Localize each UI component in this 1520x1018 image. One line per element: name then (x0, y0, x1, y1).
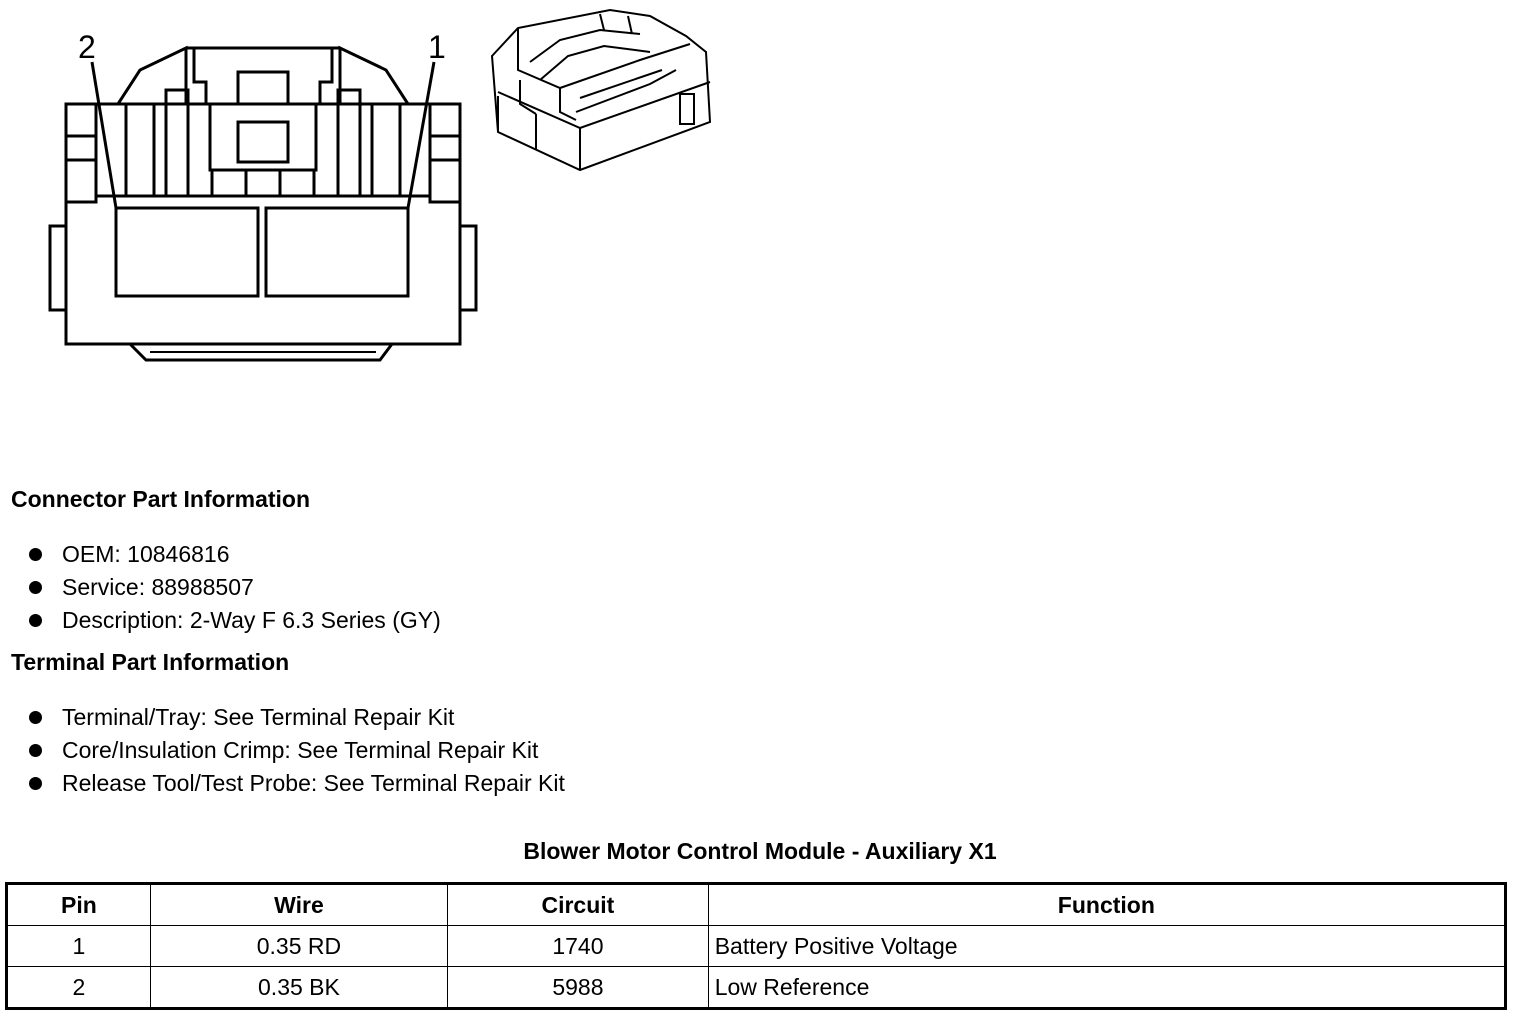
function-cell: Battery Positive Voltage (707, 925, 1507, 967)
item-text: Core/Insulation Crimp: See Terminal Repa… (62, 737, 539, 763)
list-item: Release Tool/Test Probe: See Terminal Re… (28, 767, 565, 800)
bullet-icon (29, 777, 42, 790)
terminal-part-info-heading: Terminal Part Information (11, 649, 290, 675)
table-header-row: Pin Wire Circuit Function (6, 883, 1507, 926)
bullet-icon (29, 614, 42, 627)
pin-cell: 2 (6, 966, 151, 1009)
table-row: 2 0.35 BK 5988 Low Reference (6, 966, 1507, 1009)
list-item: OEM: 10846816 (28, 538, 441, 571)
connector-isometric-view (490, 8, 712, 172)
terminal-part-info-list: Terminal/Tray: See Terminal Repair Kit C… (28, 701, 565, 800)
table-title: Blower Motor Control Module - Auxiliary … (523, 838, 997, 864)
pin-cell: 1 (6, 925, 151, 967)
item-text: OEM: 10846816 (62, 541, 230, 567)
list-item: Service: 88988507 (28, 571, 441, 604)
connector-diagram: 2 1 (48, 8, 712, 362)
bullet-icon (29, 548, 42, 561)
column-header-function: Function (707, 883, 1507, 926)
item-text: Release Tool/Test Probe: See Terminal Re… (62, 770, 565, 796)
connector-part-info-list: OEM: 10846816 Service: 88988507 Descript… (28, 538, 441, 637)
list-item: Terminal/Tray: See Terminal Repair Kit (28, 701, 565, 734)
list-item: Description: 2-Way F 6.3 Series (GY) (28, 604, 441, 637)
wire-cell: 0.35 RD (149, 925, 449, 967)
column-header-pin: Pin (6, 883, 151, 926)
circuit-cell: 1740 (447, 925, 709, 967)
function-cell: Low Reference (707, 966, 1507, 1009)
column-header-circuit: Circuit (447, 883, 709, 926)
wire-cell: 0.35 BK (149, 966, 449, 1009)
item-text: Description: 2-Way F 6.3 Series (GY) (62, 607, 441, 633)
bullet-icon (29, 711, 42, 724)
pin-label-1: 1 (428, 29, 446, 65)
column-header-wire: Wire (149, 883, 449, 926)
connector-front-view (48, 45, 478, 362)
list-item: Core/Insulation Crimp: See Terminal Repa… (28, 734, 565, 767)
circuit-cell: 5988 (447, 966, 709, 1009)
item-text: Service: 88988507 (62, 574, 254, 600)
connector-part-info-heading: Connector Part Information (11, 486, 311, 512)
bullet-icon (29, 581, 42, 594)
table-row: 1 0.35 RD 1740 Battery Positive Voltage (6, 925, 1507, 967)
bullet-icon (29, 744, 42, 757)
item-text: Terminal/Tray: See Terminal Repair Kit (62, 704, 455, 730)
pin-label-2: 2 (78, 29, 96, 65)
pinout-table: Pin Wire Circuit Function 1 0.35 RD 1740… (5, 882, 1507, 1010)
